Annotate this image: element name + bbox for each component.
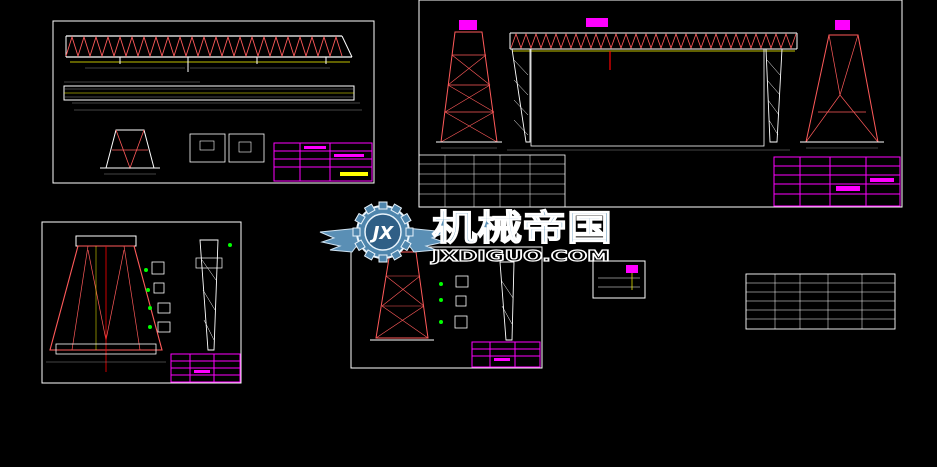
girder-cross-section — [100, 129, 160, 175]
leg-assembly-view — [370, 251, 434, 341]
left-wing-icon — [319, 227, 361, 253]
leg-part-details — [144, 261, 171, 333]
left-leg-front-view — [436, 20, 502, 149]
sheet-title-block — [773, 156, 901, 207]
leg-frame-front-view — [46, 235, 166, 372]
right-leg-side-view — [800, 20, 884, 149]
parameter-table-sheet — [745, 273, 896, 330]
leg-detail-sheet — [41, 221, 242, 384]
gantry-main-span — [507, 18, 798, 151]
gear-icon — [352, 201, 414, 263]
leg-side-sheet — [350, 246, 543, 369]
right-wing-icon — [405, 227, 447, 253]
logo-latin-name: JXDIGUO.COM — [430, 247, 610, 265]
girder-elevation-sheet — [52, 20, 375, 184]
logo-badge-text: JX — [370, 223, 395, 244]
sheet-title-block — [273, 142, 373, 182]
truss-girder-elevation — [65, 35, 353, 72]
leg-side-elevation — [195, 239, 232, 351]
leg-part-details — [439, 275, 469, 329]
girder-plan-view — [63, 81, 362, 111]
sheet-title-block — [471, 341, 541, 368]
sheet-title-block — [170, 353, 241, 383]
logo-chinese-name: 机械帝国 — [432, 209, 612, 249]
leg-side-elevation — [499, 261, 515, 341]
gantry-general-arrangement-sheet — [418, 0, 903, 208]
main-parameter-table — [418, 154, 566, 208]
small-detail-sheet — [592, 260, 646, 299]
watermark-logo: JX 机械帝国 JXDIGUO.COM — [319, 201, 613, 266]
